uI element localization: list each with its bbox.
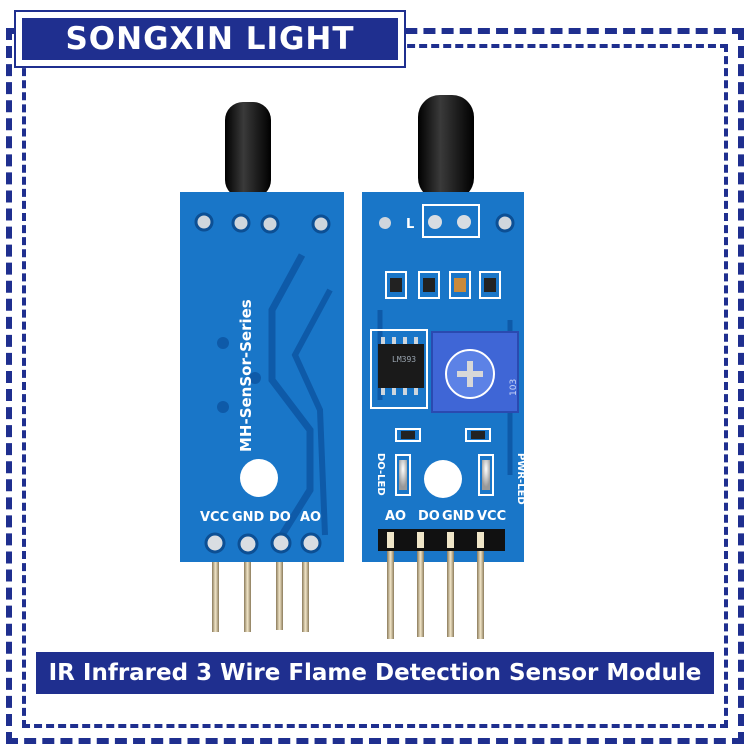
flame-sensor-tube-front — [418, 95, 474, 200]
do-led — [399, 460, 407, 490]
front-pad — [495, 213, 515, 233]
comparator-chip — [378, 344, 424, 388]
smd-resistor — [423, 278, 435, 292]
header-pin-top — [477, 532, 484, 548]
back-pad — [231, 213, 251, 233]
product-caption: IR Infrared 3 Wire Flame Detection Senso… — [36, 652, 714, 694]
front-pin-label-vcc: VCC — [477, 509, 506, 524]
smd-capacitor — [454, 278, 466, 292]
pwr-led — [482, 460, 490, 490]
series-silkscreen: MH-SenSor-Series — [237, 299, 255, 452]
back-pin-label-vcc: VCC — [200, 510, 229, 525]
header-pin — [244, 562, 251, 632]
ic-pin — [392, 388, 396, 395]
back-pin-label-do: DO — [269, 510, 291, 525]
led-outline-do — [395, 454, 411, 496]
front-board: L LM393 103 — [362, 95, 526, 639]
ic-pin — [414, 337, 418, 344]
header-pin — [477, 551, 484, 639]
ic-pin — [392, 337, 396, 344]
smd-outline — [385, 271, 407, 299]
pin-header-housing — [378, 529, 505, 551]
sensor-pin-mark: L — [406, 217, 414, 232]
back-pcb — [180, 192, 344, 562]
back-pin-label-gnd: GND — [232, 510, 265, 525]
pwr-led-label: PWR-LED — [515, 453, 526, 505]
via — [217, 401, 229, 413]
back-pad — [311, 214, 331, 234]
front-pin-label-ao: AO — [385, 509, 406, 524]
smd-outline — [395, 428, 421, 442]
ic-pin — [403, 337, 407, 344]
front-pin-label-gnd: GND — [442, 509, 475, 524]
header-pin — [387, 551, 394, 639]
header-pin — [276, 562, 283, 630]
pot-slot — [467, 361, 473, 387]
chip-label: LM393 — [392, 355, 416, 364]
flame-sensor-tube-back — [225, 102, 271, 198]
back-board: MH-SenSor-Series VCC GND DO AO — [180, 102, 344, 632]
header-pin — [212, 562, 219, 632]
back-pad — [260, 214, 280, 234]
smd-outline — [449, 271, 471, 299]
via — [217, 337, 229, 349]
header-pin-top — [447, 532, 454, 548]
back-pin-label-ao: AO — [300, 510, 321, 525]
back-pin-pad — [270, 532, 292, 554]
back-pad — [194, 212, 214, 232]
smd-resistor — [471, 431, 485, 439]
smd-resistor — [484, 278, 496, 292]
ic-pin — [403, 388, 407, 395]
back-trace — [291, 288, 333, 536]
header-pin-top — [417, 532, 424, 548]
ic-pin — [414, 388, 418, 395]
brand-banner: SONGXIN LIGHT — [14, 10, 406, 68]
ic-pin — [381, 337, 385, 344]
ic-pin — [381, 388, 385, 395]
sensor-lead-pad — [428, 215, 442, 229]
smd-outline — [418, 271, 440, 299]
header-pin-top — [387, 532, 394, 548]
front-pin-label-do: DO — [418, 509, 440, 524]
via — [249, 372, 261, 384]
header-pin — [417, 551, 424, 637]
pot-label: 103 — [509, 379, 519, 396]
sensor-lead-pad — [457, 215, 471, 229]
mounting-hole-front — [424, 460, 462, 498]
header-pin — [302, 562, 309, 632]
back-trace — [268, 253, 314, 537]
smd-outline — [465, 428, 491, 442]
mounting-hole-back — [240, 459, 278, 497]
product-photo: MH-SenSor-Series VCC GND DO AO L — [180, 95, 526, 639]
back-pin-pad — [204, 532, 226, 554]
smd-resistor — [390, 278, 402, 292]
ic-outline — [370, 329, 428, 409]
led-outline-pwr — [478, 454, 494, 496]
header-pin — [447, 551, 454, 637]
smd-resistor — [401, 431, 415, 439]
back-pin-pad — [237, 533, 259, 555]
do-led-label: DO-LED — [375, 453, 386, 496]
front-pad — [379, 217, 391, 229]
smd-outline — [479, 271, 501, 299]
back-pin-pad — [300, 532, 322, 554]
sensor-outline — [422, 204, 480, 238]
brand-name: SONGXIN LIGHT — [22, 18, 398, 60]
